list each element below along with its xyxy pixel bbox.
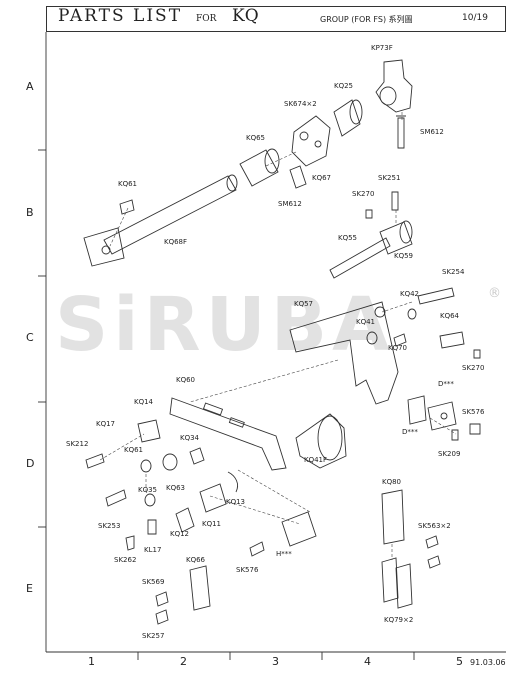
part-label: KQ55 xyxy=(338,234,358,242)
part-label: SK253 xyxy=(98,522,121,530)
part-label: KQ66 xyxy=(186,556,206,564)
part-kq57 xyxy=(289,301,399,405)
part-label: SK254 xyxy=(442,268,465,276)
part-kq60 xyxy=(169,397,287,471)
col-label-1: 1 xyxy=(88,655,95,668)
part-label: KQ67 xyxy=(312,174,332,182)
group-label: GROUP (FOR FS) 系列圖 xyxy=(320,15,413,24)
part-label: KQ80 xyxy=(382,478,402,486)
siruba-watermark: SiRUBA xyxy=(55,282,395,368)
col-label-4: 4 xyxy=(364,655,371,668)
part-kq80 xyxy=(381,489,405,545)
part-kq68f xyxy=(103,175,237,255)
part-label: KQ64 xyxy=(440,312,460,320)
col-label-5: 5 xyxy=(456,655,463,668)
part-label: D*** xyxy=(402,428,418,436)
row-label-c: C xyxy=(26,331,34,344)
col-label-2: 2 xyxy=(180,655,187,668)
part-kq41f xyxy=(295,413,347,469)
part-label: SK212 xyxy=(66,440,89,448)
header-for-label: FOR xyxy=(196,14,217,24)
part-label: KQ13 xyxy=(226,498,246,506)
part-label: SK569 xyxy=(142,578,165,586)
part-label: KQ79×2 xyxy=(384,616,414,624)
part-label: KQ65 xyxy=(246,134,266,142)
part-label: KQ25 xyxy=(334,82,354,90)
revision-date: 91.03.06 xyxy=(470,658,506,667)
part-label: SK563×2 xyxy=(418,522,451,530)
part-kp73f xyxy=(375,59,413,113)
model-code: KQ xyxy=(232,6,259,26)
part-label: KQ59 xyxy=(394,252,414,260)
row-label-a: A xyxy=(26,80,34,93)
part-label: SK270 xyxy=(462,364,485,372)
part-label: KQ60 xyxy=(176,376,196,384)
part-label: KL17 xyxy=(144,546,162,554)
part-label: SM612 xyxy=(278,200,302,208)
part-label: KQ12 xyxy=(170,530,190,538)
col-label-3: 3 xyxy=(272,655,279,668)
part-label: KQ41F xyxy=(304,456,328,464)
page-number: 10/19 xyxy=(462,13,488,23)
registered-mark: ® xyxy=(488,286,501,301)
part-label: SK251 xyxy=(378,174,401,182)
page-title: PARTS LIST xyxy=(58,6,183,26)
row-label-e: E xyxy=(26,582,33,595)
part-label: SK270 xyxy=(352,190,375,198)
part-label: KQ11 xyxy=(202,520,222,528)
header-box xyxy=(46,6,506,32)
row-label-b: B xyxy=(26,206,34,219)
part-label: KQ68F xyxy=(164,238,188,246)
part-label: KQ14 xyxy=(134,398,154,406)
part-label: D*** xyxy=(438,380,454,388)
part-label: SM612 xyxy=(420,128,444,136)
part-label: SK262 xyxy=(114,556,137,564)
part-label: KQ34 xyxy=(180,434,200,442)
part-label: SK576 xyxy=(236,566,259,574)
part-label: SK209 xyxy=(438,450,461,458)
part-label: H*** xyxy=(276,550,292,558)
part-label: KQ61 xyxy=(124,446,144,454)
part-label: KQ61 xyxy=(118,180,138,188)
part-label: KQ70 xyxy=(388,344,408,352)
part-label: KQ41 xyxy=(356,318,376,326)
part-label: SK257 xyxy=(142,632,165,640)
part-label: KQ35 xyxy=(138,486,158,494)
part-label: KQ57 xyxy=(294,300,314,308)
part-label: SK674×2 xyxy=(284,100,317,108)
part-label: KQ42 xyxy=(400,290,420,298)
part-label: SK576 xyxy=(462,408,485,416)
part-label: KQ63 xyxy=(166,484,186,492)
part-label: KQ17 xyxy=(96,420,116,428)
part-label: KP73F xyxy=(371,44,393,52)
row-label-d: D xyxy=(26,457,35,470)
